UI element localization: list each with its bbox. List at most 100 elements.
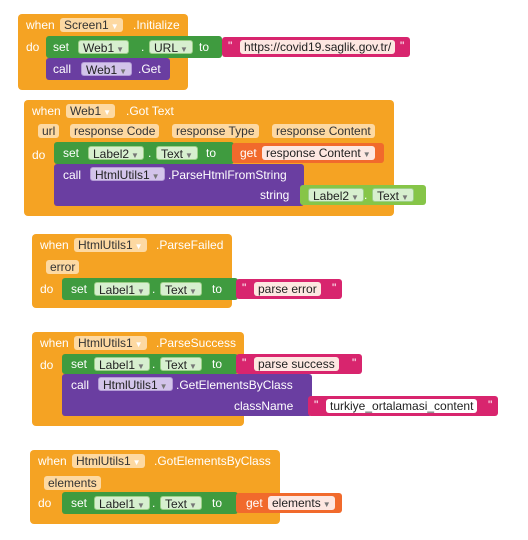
when-keyword: when: [40, 238, 69, 252]
text-literal-block[interactable]: " parse success ": [236, 354, 362, 374]
chevron-down-icon: ▼: [137, 287, 145, 296]
dot-separator: .: [152, 282, 156, 296]
quote-open-icon: ": [242, 281, 247, 295]
chevron-down-icon: ▼: [401, 193, 409, 202]
chevron-down-icon: ▼: [322, 500, 331, 509]
set-component-dropdown[interactable]: Label1▼: [94, 496, 150, 511]
chevron-down-icon: ▼: [137, 501, 145, 510]
call-component-dropdown[interactable]: HtmlUtils1▼: [90, 167, 165, 182]
get-keyword: get: [246, 496, 263, 510]
method-name: .GetElementsByClass: [176, 378, 293, 392]
chevron-down-icon: ▼: [131, 151, 139, 160]
arg-label: string: [260, 188, 290, 202]
param-error[interactable]: error: [46, 260, 80, 274]
to-keyword: to: [212, 282, 223, 296]
dot-separator: .: [141, 40, 145, 54]
get-variable-dropdown[interactable]: response Content▼: [262, 146, 375, 160]
event-name: .Got Text: [126, 104, 174, 118]
set-keyword: set: [71, 496, 88, 510]
when-keyword: when: [40, 336, 69, 350]
get-block[interactable]: get elements▼: [236, 493, 342, 513]
param-elements[interactable]: elements: [44, 476, 101, 490]
getter-component-dropdown[interactable]: Label2▼: [308, 188, 364, 203]
set-property-dropdown[interactable]: URL▼: [149, 40, 193, 55]
chevron-down-icon: ▼: [132, 458, 141, 467]
do-keyword: do: [40, 358, 54, 372]
method-name: .ParseHtmlFromString: [168, 168, 287, 182]
chevron-down-icon: ▼: [134, 340, 143, 349]
set-component-dropdown[interactable]: Label1▼: [94, 357, 150, 372]
chevron-down-icon: ▼: [110, 22, 119, 31]
when-keyword: when: [26, 18, 55, 32]
set-component-dropdown[interactable]: Label2▼: [88, 146, 144, 161]
method-name: .Get: [138, 62, 161, 76]
event-name: .ParseFailed: [156, 238, 224, 252]
call-block[interactable]: call HtmlUtils1▼ .ParseHtmlFromString st…: [54, 164, 304, 206]
chevron-down-icon: ▼: [137, 362, 145, 371]
call-component-dropdown[interactable]: HtmlUtils1▼: [98, 377, 173, 392]
text-literal-block[interactable]: " parse error ": [236, 279, 342, 299]
chevron-down-icon: ▼: [189, 501, 197, 510]
call-block[interactable]: call HtmlUtils1▼ .GetElementsByClass cla…: [62, 374, 312, 416]
quote-close-icon: ": [352, 356, 357, 370]
value-text-field[interactable]: parse success: [254, 357, 339, 371]
set-property-dropdown[interactable]: Text▼: [160, 357, 202, 372]
do-keyword: do: [32, 148, 46, 162]
chevron-down-icon: ▼: [159, 382, 168, 391]
set-keyword: set: [63, 146, 80, 160]
component-dropdown[interactable]: Screen1▼: [60, 18, 123, 32]
component-getter-block[interactable]: Label2▼ . Text▼: [300, 185, 426, 205]
set-block[interactable]: set Web1▼ . URL▼ to: [46, 36, 222, 58]
set-block[interactable]: set Label1▼ . Text▼ to: [62, 492, 238, 514]
set-property-dropdown[interactable]: Text▼: [160, 282, 202, 297]
set-property-dropdown[interactable]: Text▼: [156, 146, 198, 161]
component-dropdown[interactable]: Web1▼: [66, 104, 116, 118]
text-literal-block[interactable]: " turkiye_ortalamasi_content ": [308, 396, 498, 416]
param-response-content[interactable]: response Content: [272, 124, 375, 138]
text-literal-block[interactable]: " https://covid19.saglik.gov.tr/ ": [222, 37, 410, 57]
component-dropdown[interactable]: HtmlUtils1▼: [74, 336, 147, 350]
when-keyword: when: [32, 104, 61, 118]
set-component-dropdown[interactable]: Web1▼: [78, 40, 130, 55]
set-keyword: set: [53, 40, 70, 54]
url-text-field[interactable]: https://covid19.saglik.gov.tr/: [240, 40, 396, 54]
chevron-down-icon: ▼: [119, 67, 128, 76]
get-keyword: get: [240, 146, 257, 160]
quote-open-icon: ": [228, 39, 233, 53]
get-block[interactable]: get response Content▼: [232, 143, 384, 163]
call-keyword: call: [71, 378, 90, 392]
classname-text-field[interactable]: turkiye_ortalamasi_content: [326, 399, 478, 413]
value-text-field[interactable]: parse error: [254, 282, 321, 296]
arg-label: className: [234, 399, 294, 413]
quote-close-icon: ": [400, 39, 405, 53]
chevron-down-icon: ▼: [189, 362, 197, 371]
event-name: .GotElementsByClass: [154, 454, 271, 468]
event-name: .Initialize: [133, 18, 180, 32]
call-keyword: call: [53, 62, 72, 76]
call-component-dropdown[interactable]: Web1▼: [81, 62, 133, 77]
set-block[interactable]: set Label2▼ . Text▼ to: [54, 142, 234, 164]
component-dropdown[interactable]: HtmlUtils1▼: [72, 454, 145, 468]
param-response-code[interactable]: response Code: [70, 124, 160, 138]
do-keyword: do: [26, 40, 40, 54]
chevron-down-icon: ▼: [134, 242, 143, 251]
chevron-down-icon: ▼: [189, 287, 197, 296]
get-variable-dropdown[interactable]: elements▼: [268, 496, 335, 510]
chevron-down-icon: ▼: [185, 151, 193, 160]
call-block[interactable]: call Web1▼ .Get: [46, 58, 170, 80]
chevron-down-icon: ▼: [116, 45, 125, 54]
param-url[interactable]: url: [38, 124, 60, 138]
getter-property-dropdown[interactable]: Text▼: [372, 188, 414, 203]
set-block[interactable]: set Label1▼ . Text▼ to: [62, 354, 238, 374]
component-dropdown[interactable]: HtmlUtils1▼: [74, 238, 147, 252]
param-response-type[interactable]: response Type: [172, 124, 259, 138]
chevron-down-icon: ▼: [151, 172, 160, 181]
to-keyword: to: [199, 40, 210, 54]
set-keyword: set: [71, 357, 88, 371]
set-block[interactable]: set Label1▼ . Text▼ to: [62, 278, 238, 300]
set-component-dropdown[interactable]: Label1▼: [94, 282, 150, 297]
dot-separator: .: [148, 146, 152, 160]
set-property-dropdown[interactable]: Text▼: [160, 496, 202, 511]
to-keyword: to: [206, 146, 217, 160]
to-keyword: to: [212, 357, 223, 371]
